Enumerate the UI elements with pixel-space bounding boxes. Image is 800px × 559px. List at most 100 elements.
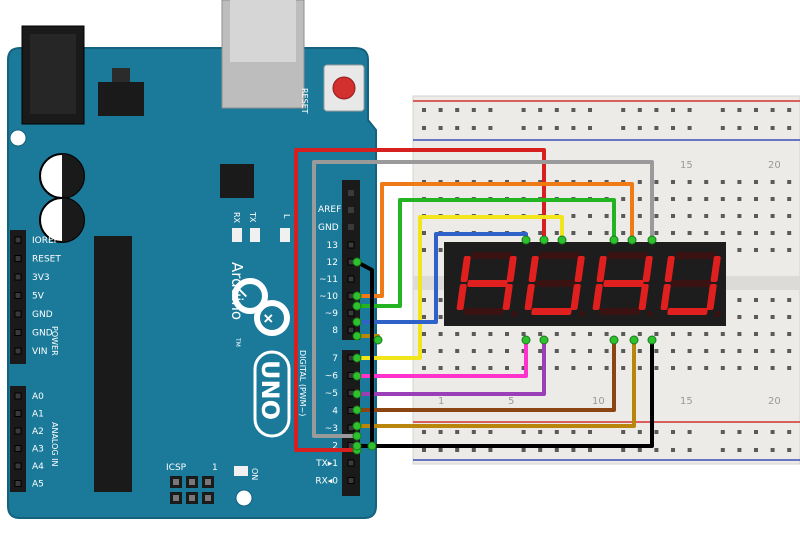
header-pin[interactable]	[347, 459, 355, 467]
header-pin[interactable]	[348, 207, 354, 213]
header-pin[interactable]	[14, 462, 22, 470]
on-led	[234, 466, 248, 476]
grid-hole	[720, 180, 725, 184]
rail-hole	[787, 108, 792, 112]
capacitor-stripe	[62, 198, 84, 242]
wire-8	[355, 338, 616, 412]
header-pin[interactable]	[347, 326, 355, 334]
header-pin[interactable]	[14, 445, 22, 452]
header-pin[interactable]	[348, 224, 354, 230]
grid-hole	[505, 349, 509, 353]
icsp-pin-core	[173, 495, 179, 501]
grid-hole	[521, 332, 526, 336]
grid-hole	[637, 180, 642, 184]
grid-hole	[687, 366, 692, 370]
rail-hole	[438, 448, 443, 452]
rail-hole	[637, 448, 642, 452]
header-pin[interactable]	[14, 347, 22, 355]
grid-hole	[604, 366, 609, 370]
rail-hole	[471, 430, 476, 434]
icsp-pin-core	[205, 479, 211, 485]
header-pin[interactable]	[347, 241, 355, 249]
header-pin[interactable]	[14, 392, 22, 400]
decimal-point	[511, 311, 517, 317]
header-pin[interactable]	[14, 329, 22, 336]
grid-hole	[787, 366, 792, 370]
segment-d	[599, 308, 640, 315]
grid-hole	[438, 315, 443, 319]
wire-endpoint	[352, 389, 362, 399]
pin-label: A1	[32, 410, 44, 420]
column-number-10: 10	[592, 396, 605, 407]
header-pin[interactable]	[14, 410, 22, 417]
grid-hole	[554, 349, 559, 353]
grid-hole	[438, 366, 443, 370]
pin-label: 3V3	[32, 273, 50, 283]
rail-hole	[588, 448, 592, 452]
segment-c	[638, 284, 649, 310]
rail-hole	[554, 126, 559, 130]
header-pin[interactable]	[347, 309, 355, 317]
grid-hole	[637, 197, 642, 201]
pin-label: A3	[32, 445, 44, 455]
icsp-pin-core	[189, 479, 195, 485]
wire-endpoint	[352, 317, 362, 327]
reset-button-cap[interactable]	[332, 76, 356, 100]
grid-hole	[737, 248, 742, 252]
grid-hole	[505, 366, 509, 370]
on-label: ON	[250, 468, 259, 480]
pin-label: A4	[32, 462, 44, 472]
grid-hole	[770, 248, 775, 252]
segment-b	[642, 256, 653, 282]
pin-label: A0	[32, 392, 44, 402]
icsp-pin-core	[205, 495, 211, 501]
grid-hole	[737, 349, 742, 353]
arduino-uno-board: RESET TX RX L ON − + Arduino TM UNO ICSP	[7, 0, 377, 519]
rail-hole	[754, 126, 758, 130]
segment-d	[463, 308, 504, 315]
header-pin[interactable]	[14, 310, 22, 318]
decimal-point	[579, 311, 585, 317]
pin-label: 8	[332, 326, 338, 336]
header-pin[interactable]	[347, 477, 355, 484]
grid-hole	[571, 231, 576, 235]
digital-label: DIGITAL (PWM~)	[298, 350, 307, 416]
segment-c	[502, 284, 513, 310]
grid-hole	[422, 298, 426, 302]
grid-hole	[438, 248, 443, 252]
column-number-1: 1	[438, 396, 444, 407]
rail-hole	[554, 108, 559, 112]
grid-hole	[538, 349, 543, 353]
header-pin[interactable]	[14, 480, 22, 487]
rail-hole	[637, 430, 642, 434]
header-pin[interactable]	[347, 275, 355, 283]
icsp-header	[170, 476, 214, 504]
pin-label: RX◂0	[315, 477, 338, 487]
header-pin[interactable]	[14, 236, 22, 244]
wire-3	[355, 198, 616, 308]
header-pin[interactable]	[14, 427, 22, 435]
grid-hole	[687, 231, 692, 235]
header-pin[interactable]	[14, 292, 22, 299]
grid-hole	[654, 214, 659, 218]
grid-hole	[737, 298, 742, 302]
grid-hole	[588, 332, 592, 336]
pin-label: 2	[332, 442, 338, 452]
pin-label: A2	[32, 427, 44, 437]
rail-hole	[538, 430, 543, 434]
wire-endpoint	[352, 405, 362, 415]
header-pin[interactable]	[14, 273, 22, 281]
header-pin[interactable]	[348, 190, 354, 196]
wire-endpoint	[539, 235, 549, 245]
segment-a	[539, 252, 580, 259]
pin-label: IOREF	[32, 236, 59, 246]
grid-hole	[770, 180, 775, 184]
rail-hole	[571, 430, 576, 434]
rail-hole	[770, 430, 775, 434]
segment-e	[592, 284, 603, 310]
header-pin[interactable]	[14, 255, 22, 262]
grid-hole	[521, 349, 526, 353]
grid-hole	[787, 180, 792, 184]
